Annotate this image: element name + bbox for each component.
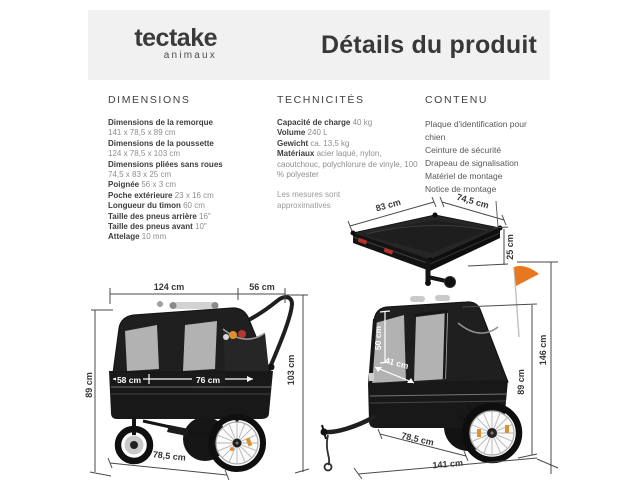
back-mesh-window (125, 325, 159, 371)
spec-item: Taille des pneus arrière 16" (108, 211, 211, 221)
contenu-list: Plaque d'identification pour chien Ceint… (425, 118, 537, 196)
flag-pole (513, 266, 520, 338)
wheel-reflector (245, 437, 253, 447)
spec-item: Dimensions de la remorque 141 x 78,5 x 8… (108, 118, 213, 138)
list-item: Ceinture de sécurité (425, 145, 502, 155)
dim-body-height (461, 303, 538, 459)
list-item: Plaque d'identification pour chien (425, 119, 527, 142)
dim-label-58: 58 cm (117, 375, 142, 385)
brand-name: tectake (134, 24, 217, 52)
dimensions-list: Dimensions de la remorque 141 x 78,5 x 8… (108, 118, 276, 243)
brand-logo: tectake animaux (121, 25, 217, 61)
dim-label-56: 56 cm (249, 282, 275, 292)
folded-trailer-diagram: 83 cm 74,5 cm (347, 192, 515, 288)
header-band: tectake animaux Détails du produit (88, 10, 550, 80)
spec-item: Longueur du timon 60 cm (108, 201, 205, 211)
spec-item: Dimensions de la poussette 124 x 78,5 x … (108, 138, 214, 159)
door-mesh-window (183, 321, 217, 371)
folded-platform (350, 212, 503, 271)
side-pocket (223, 329, 269, 371)
dim-door-width (374, 366, 415, 384)
list-item: Matériel de montage (425, 171, 503, 181)
side-mesh-window (414, 313, 448, 381)
stroller-diagram: 58 cm 76 cm (84, 282, 310, 480)
spec-item: Capacité de charge 40 kg (277, 118, 373, 127)
roof-handle (435, 295, 450, 301)
folded-hitch (425, 260, 456, 288)
spec-item: Gewicht ca. 13,5 kg (277, 138, 350, 148)
dim-label-141: 141 cm (432, 458, 463, 471)
spec-item: Poche extérieure 23 x 16 cm (108, 190, 214, 200)
roof-carry-handle (173, 302, 215, 309)
dim-label-50: 50 cm (373, 326, 383, 351)
flag-mount-pin (495, 200, 499, 228)
dim-right-height (285, 294, 310, 474)
dim-folded-height (467, 226, 509, 267)
trailer-diagram: 50 cm 41 cm (320, 261, 559, 480)
spec-item: Dimensions pliées sans roues 74,5 x 83 x… (108, 159, 223, 180)
dim-wheelbase (107, 457, 230, 480)
dim-total-length (353, 457, 538, 480)
column-heading: TECHNICITÉS (277, 94, 365, 106)
toy-red (238, 330, 246, 338)
dim-label-76: 76 cm (196, 375, 221, 385)
stroller-cabin (112, 301, 272, 374)
list-item: Drapeau de signalisation (425, 158, 519, 168)
dim-folded-left (347, 196, 437, 232)
spec-item: Taille des pneus avant 10" (108, 222, 207, 232)
technicites-list: Capacité de charge 40 kg Volume 240 L Ge… (277, 118, 419, 211)
dim-inner-widths: 58 cm 76 cm (113, 373, 253, 385)
safety-cable (325, 434, 331, 466)
wheel-reflector (477, 429, 481, 437)
safety-flag-icon (514, 265, 539, 286)
column-technicites: TECHNICITÉS Capacité de charge 40 kg Vol… (277, 94, 419, 211)
spec-item: Attelage 10 mm (108, 232, 167, 242)
dim-label-78-5: 78,5 cm (152, 449, 186, 462)
corner-reflector (369, 373, 374, 381)
back-mesh-panel (372, 315, 406, 383)
front-wheel (114, 425, 154, 465)
dim-label-83: 83 cm (375, 197, 402, 214)
column-dimensions: DIMENSIONS Dimensions de la remorque 141… (108, 94, 276, 243)
dim-folded-right (439, 196, 507, 226)
trailer-wheel (461, 402, 523, 464)
red-latch (357, 238, 368, 245)
roof-handle (410, 296, 425, 302)
spec-item: Volume 240 L (277, 128, 328, 138)
dim-label-146: 146 cm (538, 335, 548, 366)
dim-label-25: 25 cm (505, 234, 515, 260)
red-latch (383, 248, 394, 255)
measurement-note: Les mesures sont approximatives (277, 190, 341, 210)
brand-subtitle: animaux (163, 50, 217, 61)
dim-label-78-5-trailer: 78,5 cm (400, 430, 434, 447)
list-item: Notice de montage (425, 184, 497, 194)
spec-item: Poignée 56 x 3 cm (108, 180, 177, 190)
dim-label-89: 89 cm (84, 372, 94, 398)
trailer-cabin (368, 295, 509, 386)
dim-label-103: 103 cm (286, 355, 296, 386)
spec-item: Matériaux acier laqué, nylon, caoutchouc… (277, 149, 418, 180)
dim-left-height (89, 309, 113, 477)
page-title: Détails du produit (320, 31, 538, 59)
toy-white (223, 334, 229, 340)
rear-wheel (208, 414, 266, 472)
column-contenu: CONTENU Plaque d'identification pour chi… (425, 94, 537, 196)
toy-orange (229, 331, 237, 339)
dim-door-height (379, 310, 391, 364)
pocket-seam (457, 322, 499, 334)
stroller-tub (109, 371, 273, 419)
dim-label-124: 124 cm (154, 282, 185, 292)
dim-floor-length (377, 428, 469, 462)
wheel-reflector (505, 425, 509, 433)
dim-label-89-trailer: 89 cm (516, 369, 526, 395)
dim-total-height (517, 261, 559, 474)
push-handle (241, 295, 295, 367)
column-heading: CONTENU (425, 94, 489, 106)
column-heading: DIMENSIONS (108, 94, 191, 106)
